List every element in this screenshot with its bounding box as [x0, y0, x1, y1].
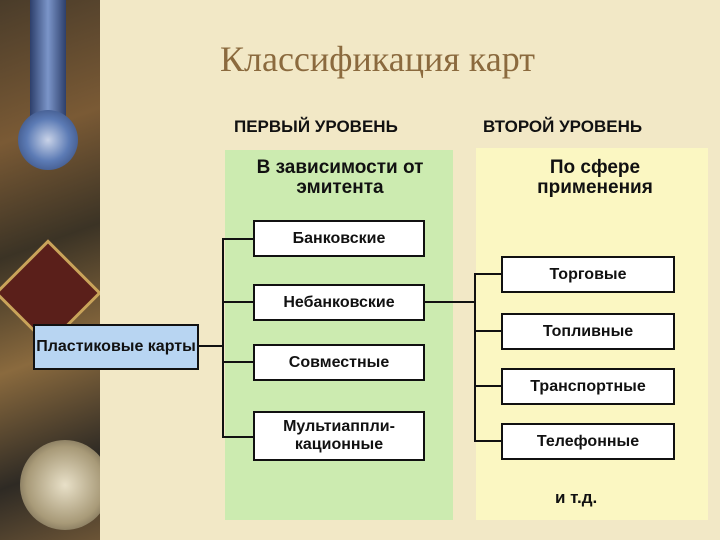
second-level-node: Телефонные [501, 423, 675, 460]
second-level-heading: ВТОРОЙ УРОВЕНЬ [483, 117, 643, 136]
first-level-node: Мультиаппли-кационные [253, 411, 425, 461]
first-level-node: Банковские [253, 220, 425, 257]
second-level-node: Транспортные [501, 368, 675, 405]
decorative-photo-strip [0, 0, 100, 540]
ribbon-image [30, 0, 66, 120]
first-branch-2 [222, 301, 253, 303]
root-node: Пластиковые карты [33, 324, 199, 370]
etc-label: и т.д. [555, 488, 598, 507]
second-level-node: Топливные [501, 313, 675, 350]
root-connector [199, 345, 223, 347]
first-branch-1 [222, 238, 253, 240]
first-branch-3 [222, 361, 253, 363]
cross-level-connector [425, 301, 475, 303]
slide-title: Классификация карт [220, 39, 535, 79]
first-level-node: Совместные [253, 344, 425, 381]
second-level-trunk [474, 273, 476, 441]
first-level-criterion: В зависимости от эмитента [256, 157, 424, 198]
second-level-criterion: По сфере применения [537, 157, 653, 198]
second-branch-3 [474, 385, 501, 387]
first-level-trunk [222, 238, 224, 438]
first-level-node: Небанковские [253, 284, 425, 321]
second-branch-4 [474, 440, 501, 442]
medal-image [18, 110, 78, 170]
compass-image [20, 440, 100, 530]
second-level-node: Торговые [501, 256, 675, 293]
second-branch-2 [474, 330, 501, 332]
first-branch-4 [222, 436, 253, 438]
first-level-heading: ПЕРВЫЙ УРОВЕНЬ [234, 117, 398, 136]
second-branch-1 [474, 273, 501, 275]
first-level-panel [225, 150, 453, 520]
